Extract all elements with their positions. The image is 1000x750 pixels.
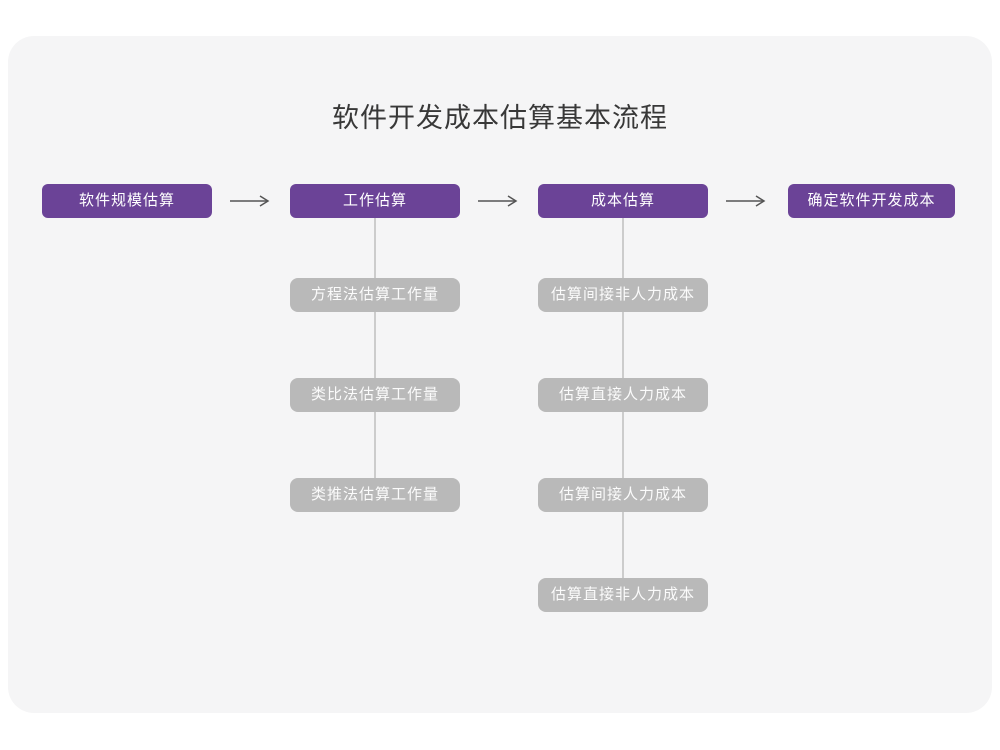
connector-line-work-branch (374, 218, 376, 478)
step-node-determine-dev-cost: 确定软件开发成本 (788, 184, 955, 218)
sub-step-node-direct-nonlabor-cost: 估算直接非人力成本 (538, 578, 708, 612)
arrow-right-icon (478, 195, 518, 207)
diagram-card (8, 36, 992, 713)
sub-step-node-indirect-labor-cost: 估算间接人力成本 (538, 478, 708, 512)
sub-step-node-indirect-nonlabor-cost: 估算间接非人力成本 (538, 278, 708, 312)
sub-step-node-extrapolation-method: 类推法估算工作量 (290, 478, 460, 512)
arrow-right-icon (230, 195, 270, 207)
step-node-cost-estimation: 成本估算 (538, 184, 708, 218)
sub-step-node-analogy-method: 类比法估算工作量 (290, 378, 460, 412)
diagram-title: 软件开发成本估算基本流程 (332, 103, 668, 133)
sub-step-node-equation-method: 方程法估算工作量 (290, 278, 460, 312)
step-node-software-scale-estimation: 软件规模估算 (42, 184, 212, 218)
step-node-work-estimation: 工作估算 (290, 184, 460, 218)
sub-step-node-direct-labor-cost: 估算直接人力成本 (538, 378, 708, 412)
arrow-right-icon (726, 195, 766, 207)
